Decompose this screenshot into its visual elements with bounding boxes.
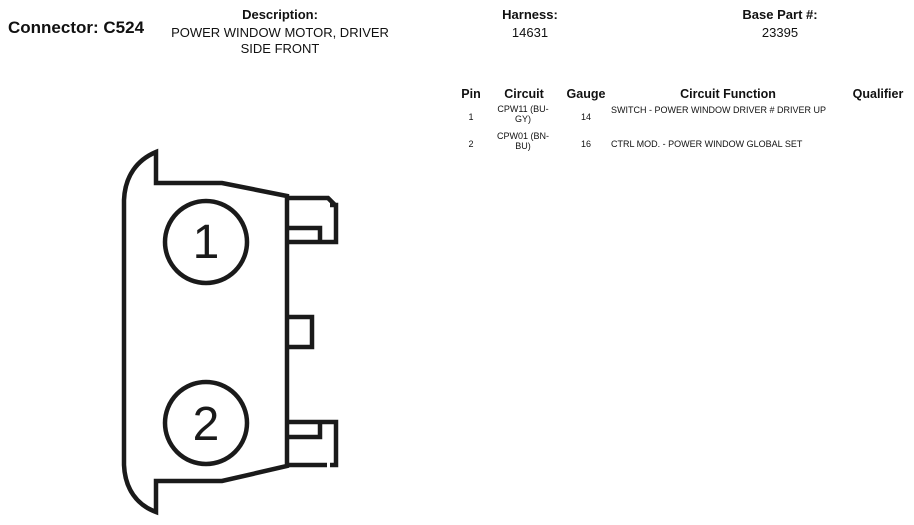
row-2-pin: 2 xyxy=(468,139,474,149)
upper-latch xyxy=(287,195,339,245)
column-header-circuit: Circuit xyxy=(504,87,544,101)
row-1-gauge: 14 xyxy=(580,112,591,122)
pin-1-label: 1 xyxy=(193,216,220,269)
description-label: Description: xyxy=(242,7,318,22)
row-2-circuit-function: CTRL MOD. - POWER WINDOW GLOBAL SET xyxy=(611,139,803,149)
center-key-tab xyxy=(287,314,315,350)
harness-label: Harness: xyxy=(502,7,558,22)
description-value: POWER WINDOW MOTOR, DRIVER SIDE FRONT xyxy=(171,25,389,56)
lower-latch xyxy=(287,419,339,468)
column-header-pin: Pin xyxy=(461,87,481,101)
row-1-circuit: CPW11 (BU-GY) xyxy=(497,104,549,124)
connector-title: Connector: C524 xyxy=(8,18,145,37)
row-1-circuit-function: SWITCH - POWER WINDOW DRIVER # DRIVER UP xyxy=(611,105,827,115)
connector-housing-outline xyxy=(121,148,290,516)
base-part-value: 23395 xyxy=(761,25,799,40)
harness-value: 14631 xyxy=(511,25,549,40)
row-2-circuit: CPW01 (BN-BU) xyxy=(496,131,549,151)
column-header-qualifier: Qualifier xyxy=(852,87,904,101)
pin-2-circle xyxy=(162,379,250,467)
column-header-gauge: Gauge xyxy=(566,87,606,101)
pin-1-circle xyxy=(162,198,250,286)
column-header-circuit-function: Circuit Function xyxy=(680,87,776,101)
row-1-pin: 1 xyxy=(468,112,474,122)
row-2-gauge: 16 xyxy=(580,139,591,149)
base-part-label: Base Part #: xyxy=(742,7,818,22)
pin-2-label: 2 xyxy=(193,398,220,451)
